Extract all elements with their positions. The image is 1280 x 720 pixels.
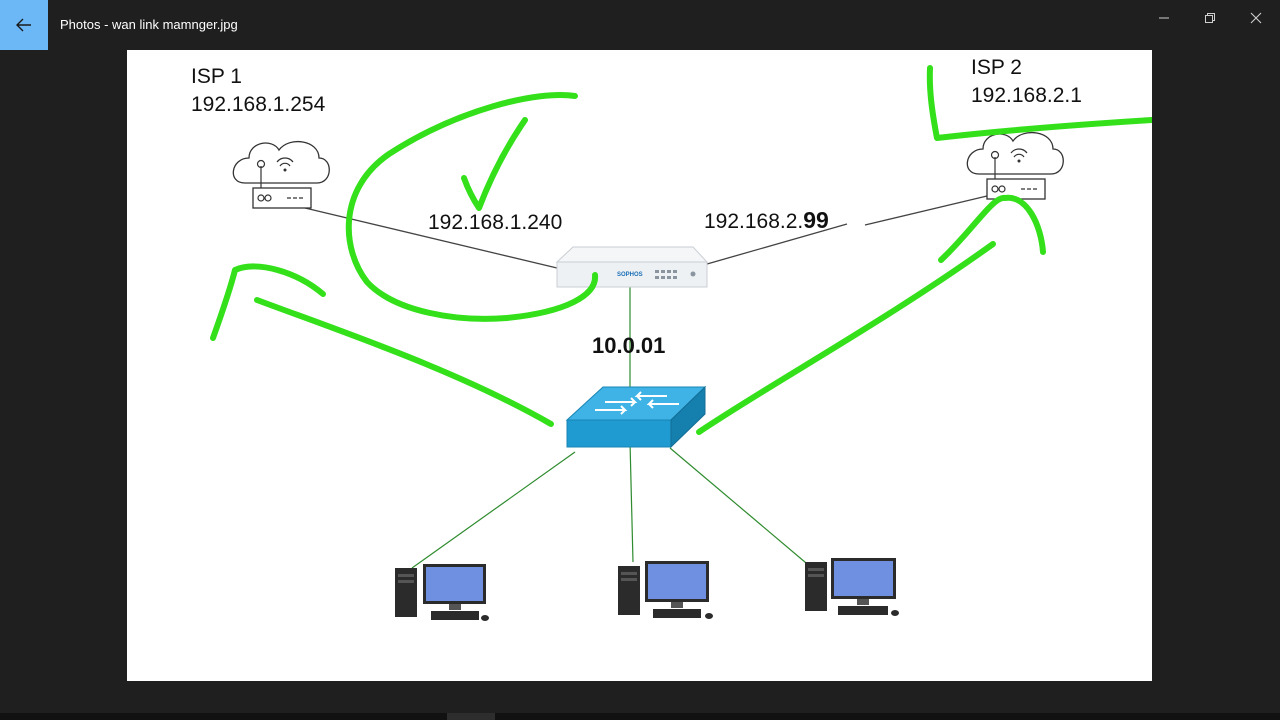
wan-link-2a [706,223,848,265]
window-title: Photos - wan link mamnger.jpg [60,17,238,32]
lan-link-pc3 [669,447,813,569]
minimize-button[interactable] [1141,0,1187,36]
wan-link-2b [864,195,988,226]
close-icon [1250,12,1262,24]
wan2-ip-label: 192.168.2.99 [704,207,829,234]
wan2-ip-suffix: 99 [803,207,829,233]
isp1-name: ISP 1 [191,65,242,88]
lan-ip-label: 10.0.01 [592,333,666,358]
photo-canvas[interactable]: SOPHOS [127,50,1152,681]
lan-link-pc1 [411,451,576,569]
annotation-isp2-bracket [926,65,1152,141]
pc-icon-1 [395,564,489,621]
lan-link-pc2 [629,441,634,563]
wan2-ip-prefix: 192.168.2. [704,210,804,233]
isp2-name: ISP 2 [971,56,1022,79]
close-button[interactable] [1233,0,1279,36]
restore-icon [1205,13,1215,23]
network-switch-icon [565,385,707,449]
annotation-loop [345,91,599,322]
isp1-ip: 192.168.1.254 [191,93,326,116]
minimize-icon [1159,17,1169,19]
green-annotations [210,65,1152,435]
pc-icon-3 [805,558,899,616]
annotation-right-arrow [696,194,1046,435]
title-bar: Photos - wan link mamnger.jpg [0,0,1280,50]
firewall-brand-label: SOPHOS [617,272,643,278]
wan1-ip-label: 192.168.1.240 [428,211,563,234]
firewall-appliance-icon: SOPHOS [555,246,709,288]
pc-icon-2 [618,561,713,619]
isp1-router-icon [232,140,330,209]
isp2-ip: 192.168.2.1 [971,84,1082,107]
network-diagram: SOPHOS [210,65,1152,621]
back-button[interactable] [0,0,48,50]
annotation-left-arrow [210,263,554,427]
restore-button[interactable] [1187,0,1233,36]
bottom-strip [0,713,1280,720]
isp2-router-icon [966,131,1064,200]
arrow-left-icon [16,18,31,32]
filmstrip-indicator[interactable] [447,713,495,720]
annotation-checkmark [461,117,528,211]
